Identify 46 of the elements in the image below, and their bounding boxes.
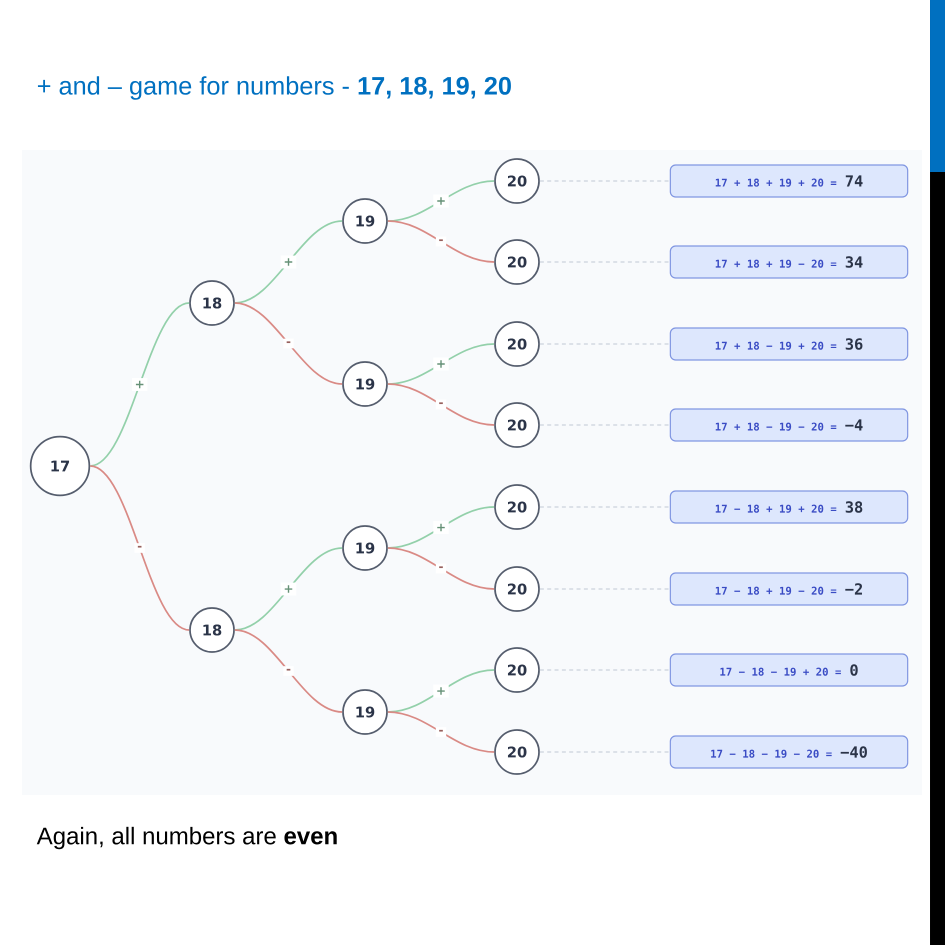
connector-line xyxy=(234,547,342,631)
connector-line xyxy=(540,261,670,263)
edge-label: + xyxy=(433,358,449,370)
connector-line xyxy=(540,506,670,508)
connector-line xyxy=(540,588,670,590)
result-box: 17 − 18 − 19 + 20 = 0 xyxy=(670,653,908,687)
connector-line xyxy=(540,180,670,182)
edge-label: - xyxy=(436,564,446,574)
edge-label: - xyxy=(283,666,294,676)
connector-line xyxy=(388,343,494,385)
connector-line xyxy=(540,424,670,426)
connector-line xyxy=(234,220,342,304)
result-box: 17 + 18 − 19 + 20 = 36 xyxy=(670,327,908,361)
connector-line xyxy=(388,220,494,263)
edge-label: + xyxy=(433,194,449,208)
caption: Again, all numbers are even xyxy=(36,826,337,850)
edge-label: + xyxy=(280,582,296,596)
connector-line xyxy=(234,302,342,385)
connector-line xyxy=(90,465,190,631)
connector-line xyxy=(540,669,670,671)
edge-label: - xyxy=(436,400,446,410)
connector-line xyxy=(540,751,670,753)
result-box: 17 + 18 + 19 − 20 = 34 xyxy=(670,245,908,279)
edge-label: - xyxy=(283,338,294,348)
connector-line xyxy=(388,711,494,753)
connector-line xyxy=(388,383,494,426)
connector-line xyxy=(540,343,670,345)
result-box: 17 + 18 − 19 − 20 = −4 xyxy=(670,408,908,442)
edge-label: + xyxy=(433,521,449,534)
result-box: 17 + 18 + 19 + 20 = 74 xyxy=(670,164,908,198)
result-box: 17 − 18 + 19 + 20 = 38 xyxy=(670,490,908,524)
result-box: 17 − 18 + 19 − 20 = −2 xyxy=(670,572,908,606)
connector-line xyxy=(234,629,342,713)
connector-line xyxy=(388,547,494,590)
edge-label: - xyxy=(436,236,446,246)
edge-label: - xyxy=(134,543,145,553)
edge-label: + xyxy=(280,256,296,268)
title: + and – game for numbers - 17, 18, 19, 20 xyxy=(38,76,511,100)
connector-line xyxy=(90,302,190,467)
edge-label: - xyxy=(436,727,446,737)
connector-line xyxy=(388,669,494,713)
edge-label: + xyxy=(132,378,148,391)
connector-line xyxy=(388,506,494,549)
edge-label: + xyxy=(433,684,449,698)
connector-line xyxy=(388,180,494,222)
result-box: 17 − 18 − 19 − 20 = −40 xyxy=(670,735,908,769)
